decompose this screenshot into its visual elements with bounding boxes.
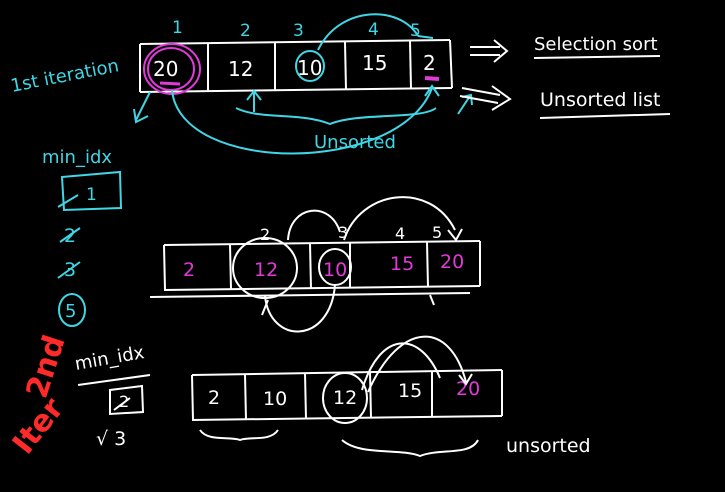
min-idx-label-1: min_idx [42,147,112,168]
brace-unsorted [341,439,479,458]
min-idx-history-strike-3 [57,261,81,279]
arc-12-to-20-a [361,342,441,391]
min-idx-box-2 [109,384,145,416]
array1-index-4: 4 [368,20,379,40]
arc-over-12 [287,209,341,241]
min-idx-history-circle-5 [58,293,86,327]
arc-10-to-5 [317,13,419,51]
unsorted-label-1: Unsorted [314,132,396,153]
min-idx-underline-2 [77,374,151,386]
min-idx-box-1 [60,170,123,212]
min-idx-box-value-1: 1 [86,185,97,205]
arrow-up-12 [246,89,262,112]
arrow-head-20-array3 [458,373,473,386]
min-idx-next-value: √ 3 [96,428,126,450]
min-idx-history-2: 3 [64,259,76,281]
arrow-under-array2 [261,294,435,316]
iteration-label-1: 1st iteration [9,55,121,97]
min-idx-box-strike [57,194,79,208]
arc-12-to-20-b [367,335,467,393]
array1-index-1: 1 [172,18,183,38]
circle-12-array3 [322,372,368,424]
min-idx-box-value-2: 2 [119,392,129,411]
arc-under-12-10 [264,284,336,333]
array1-value-4: 15 [362,51,387,75]
array2-index-4: 4 [395,224,405,243]
arc-10-to-20 [343,196,456,241]
array2-value-2: 12 [254,259,278,281]
min-idx-box-strike-2 [113,397,131,411]
unsorted-label-2: unsorted [506,435,591,457]
array2-value-5: 20 [440,251,464,273]
underline-unsorted-list [539,113,671,119]
array1-value-5: 2 [423,51,436,75]
array1-value-1: 20 [153,57,178,81]
array2-value-3: 10 [323,259,347,281]
array2-value-4: 15 [390,253,414,275]
array3-value-2: 10 [263,388,287,410]
array3-value-1: 2 [208,387,220,409]
array-2 [149,240,481,298]
implies-arrow-2 [459,85,512,111]
min-idx-label-2: min_idx [73,342,146,375]
array2-index-5: 5 [432,223,442,242]
unsorted-brace [235,107,437,126]
min-idx-history-strike-2 [59,227,81,243]
swap-arc-bottom [171,87,433,155]
arrow-head-20 [447,228,463,242]
underline-20 [159,81,181,86]
arrow-up-head-2 [424,84,440,97]
underline-5 [417,35,434,39]
array2-index-3: 3 [338,223,348,242]
array2-index-2: 2 [260,225,270,244]
array1-value-2: 12 [228,57,253,81]
array3-value-5: 20 [456,378,480,400]
min-idx-history-3: 5 [65,301,76,322]
iter2-label-line-2: Iter [6,391,71,460]
brace-sorted [199,429,279,442]
array3-value-4: 15 [398,380,422,402]
arrow-down-left [133,91,151,124]
array1-index-2: 2 [240,21,251,41]
array1-value-3: 10 [297,56,322,80]
implies-arrow-1 [470,39,509,63]
iter2-label-line-1: 2nd [20,331,73,402]
array-1 [139,39,453,93]
selection-sort-label: Selection sort [534,34,658,55]
array3-value-3: 12 [333,387,357,409]
unsorted-list-label: Unsorted list [540,89,660,111]
underline-2 [424,76,440,81]
array2-value-1: 2 [183,259,195,281]
array1-index-3: 3 [293,21,304,41]
highlight-circle-20-inner [147,47,195,91]
underline-selection-sort [533,55,661,59]
circle-10 [295,50,325,82]
min-idx-history-1: 2 [64,225,76,247]
